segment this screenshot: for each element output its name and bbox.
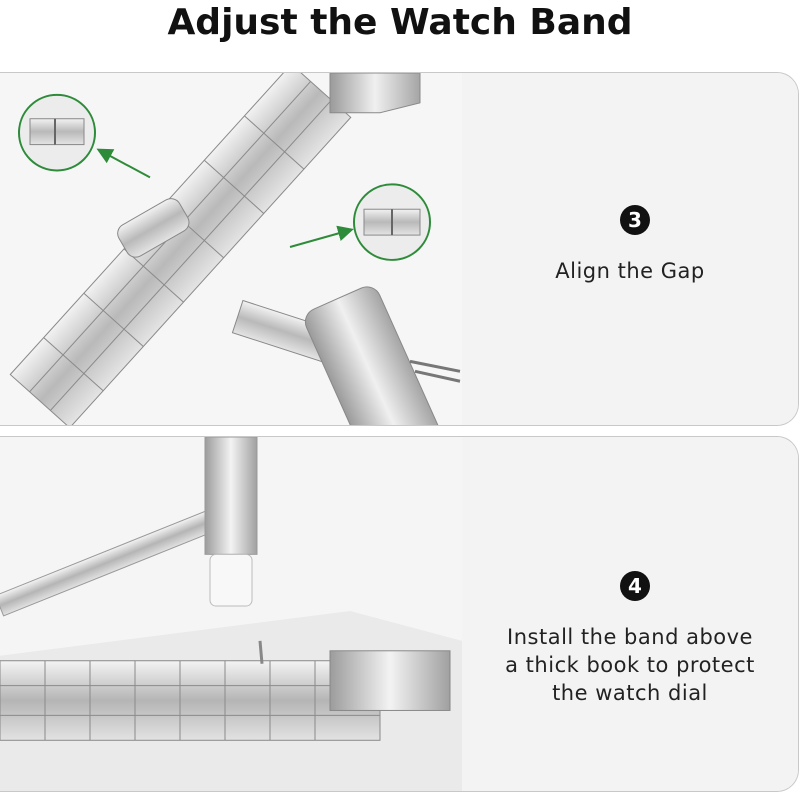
step-3-panel: 3 Align the Gap bbox=[0, 72, 799, 426]
step-number-badge: 4 bbox=[620, 571, 650, 601]
step-4-panel: 4 Install the band above a thick book to… bbox=[0, 436, 799, 792]
step-caption-line: the watch dial bbox=[552, 681, 708, 705]
step-caption-line: a thick book to protect bbox=[505, 653, 755, 677]
step-number-badge: 3 bbox=[620, 205, 650, 235]
step-caption-line: Install the band above bbox=[507, 625, 753, 649]
step-4-text: 4 Install the band above a thick book to… bbox=[462, 437, 798, 791]
hammer-pin-photo bbox=[0, 437, 462, 791]
step-3-text: 3 Align the Gap bbox=[462, 73, 798, 425]
step-caption-line: Align the Gap bbox=[555, 259, 705, 283]
align-gap-photo bbox=[0, 73, 462, 425]
page-title: Adjust the Watch Band bbox=[167, 2, 633, 43]
